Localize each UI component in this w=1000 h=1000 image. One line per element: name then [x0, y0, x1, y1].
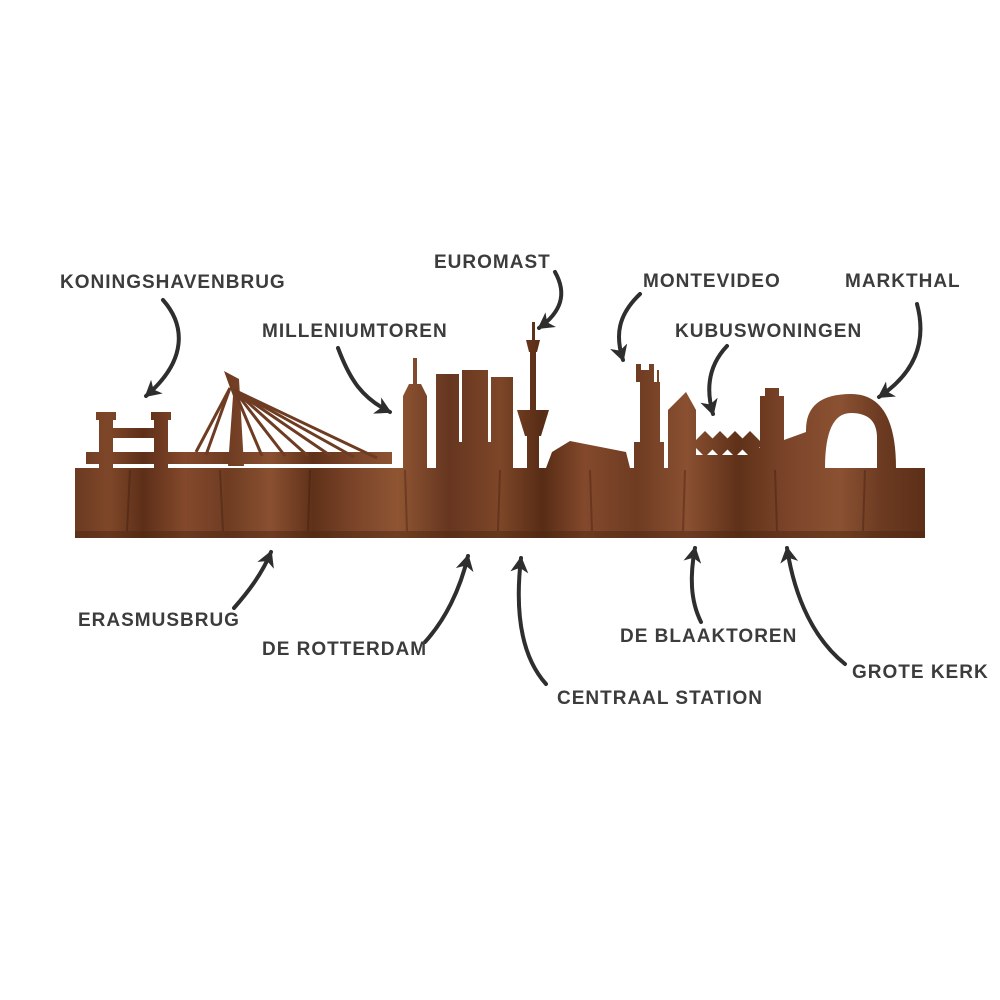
label-koningshavenbrug: KONINGSHAVENBRUG	[60, 272, 286, 293]
centraal-station-silhouette	[546, 441, 630, 468]
arrow-de-rotterdam	[423, 554, 474, 644]
erasmusbrug-silhouette	[194, 371, 378, 466]
base-plank-bottom-edge	[75, 531, 925, 538]
annotation-arrows	[144, 270, 923, 686]
euromast-silhouette	[517, 322, 549, 468]
kubuswoningen-silhouette	[692, 431, 763, 468]
montevideo-silhouette	[634, 364, 664, 468]
label-kubuswoningen: KUBUSWONINGEN	[675, 321, 863, 342]
markthal-silhouette	[806, 394, 896, 468]
arrow-montevideo	[610, 292, 642, 362]
arrow-markthal	[877, 302, 923, 399]
label-erasmusbrug: ERASMUSBRUG	[78, 610, 240, 631]
label-centraal-station: CENTRAAL STATION	[557, 688, 763, 709]
arrow-grote-kerk	[780, 546, 847, 666]
label-markthal: MARKTHAL	[845, 271, 961, 292]
grote-kerk-silhouette	[752, 388, 806, 468]
label-montevideo: MONTEVIDEO	[643, 271, 781, 292]
skyline-silhouette	[75, 322, 925, 538]
wood-grain-streaks	[126, 469, 866, 532]
arrow-koningshavenbrug	[144, 298, 181, 398]
label-grote-kerk: GROTE KERK	[852, 662, 989, 683]
label-euromast: EUROMAST	[434, 252, 551, 273]
arrow-centraal-station	[510, 556, 548, 686]
arrow-de-blaaktoren	[683, 546, 703, 624]
arrow-milleniumtoren	[336, 346, 392, 414]
label-de-blaaktoren: DE BLAAKTOREN	[620, 626, 798, 647]
milleniumtoren-silhouette	[403, 358, 427, 468]
arrow-kubuswoningen	[700, 344, 729, 416]
label-de-rotterdam: DE ROTTERDAM	[262, 639, 428, 660]
label-milleniumtoren: MILLENIUMTOREN	[262, 321, 448, 342]
de-rotterdam-silhouette	[436, 370, 513, 468]
de-blaaktoren-silhouette	[668, 392, 696, 468]
arrow-erasmusbrug	[232, 550, 274, 610]
arrow-euromast	[537, 270, 564, 330]
base-plank	[75, 468, 925, 538]
